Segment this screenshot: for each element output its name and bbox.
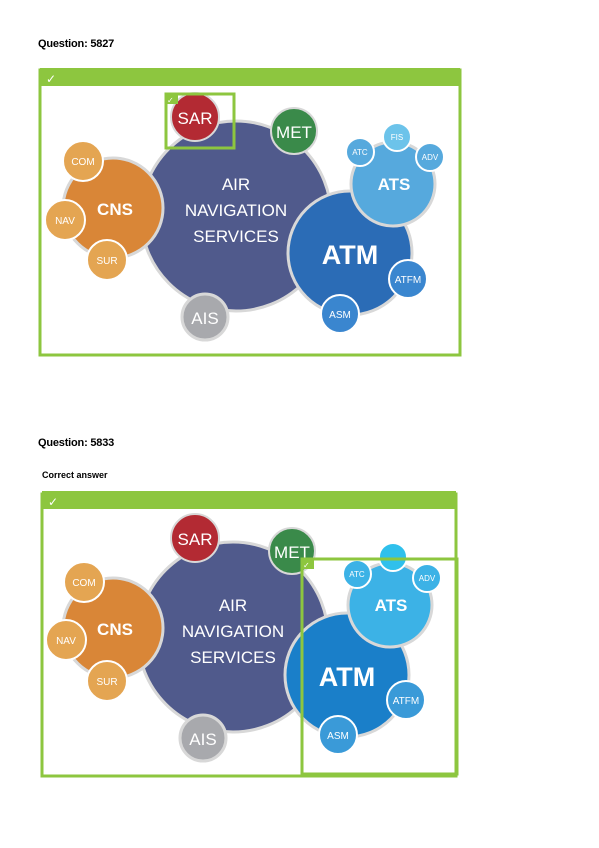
nav-circle (45, 619, 87, 661)
ans-label-line1: AIR (222, 175, 250, 194)
atfm-circle (388, 259, 428, 299)
atm-label: ATM (322, 240, 378, 270)
correct-answer-label: Correct answer (42, 470, 108, 480)
sar-selection-tab (166, 94, 178, 104)
ats-label: ATS (375, 596, 408, 615)
met-label: MET (274, 543, 310, 562)
sur-label: SUR (96, 256, 117, 267)
answer-frame-header (40, 68, 460, 86)
nav-label: NAV (56, 636, 76, 647)
sar-check-icon: ✓ (167, 96, 174, 105)
atfm-label: ATFM (393, 696, 419, 707)
atm-label: ATM (319, 662, 375, 692)
com-label: COM (72, 578, 95, 589)
fis-circle (378, 542, 408, 572)
met-label: MET (276, 123, 312, 142)
fis-circle (382, 122, 412, 152)
atm-check-icon: ✓ (303, 561, 310, 570)
atm-selection-box (300, 557, 459, 776)
atc-label: ATC (349, 570, 365, 579)
ans-label-line3: SERVICES (190, 648, 276, 667)
sur-circle (86, 660, 128, 702)
ans-label-line2: NAVIGATION (182, 622, 284, 641)
adv-circle (412, 563, 442, 593)
nav-circle (44, 199, 86, 241)
atfm-label: ATFM (395, 275, 421, 286)
ais-circle (180, 292, 230, 342)
check-icon: ✓ (48, 495, 58, 509)
adv-label: ADV (419, 574, 436, 583)
cns-label: CNS (97, 620, 133, 639)
nav-label: NAV (55, 216, 75, 227)
check-icon: ✓ (46, 72, 56, 86)
atc-label: ATC (352, 148, 368, 157)
sur-label: SUR (96, 677, 117, 688)
com-label: COM (71, 157, 94, 168)
com-circle (62, 140, 104, 182)
asm-circle (318, 715, 358, 755)
ans-label-line3: SERVICES (193, 227, 279, 246)
asm-label: ASM (327, 731, 349, 742)
sar-circle (170, 513, 220, 563)
ans-label-line1: AIR (219, 596, 247, 615)
ais-label: AIS (189, 730, 216, 749)
atm-selection-tab (302, 559, 314, 569)
question-title-1: Question: 5827 (38, 38, 115, 50)
atc-circle (345, 137, 375, 167)
answer-frame-header (42, 491, 456, 509)
ais-label: AIS (191, 309, 218, 328)
adv-circle (415, 142, 445, 172)
question-title-2: Question: 5833 (38, 437, 115, 449)
com-circle (63, 561, 105, 603)
ans-label-line2: NAVIGATION (185, 201, 287, 220)
asm-label: ASM (329, 310, 351, 321)
met-circle (270, 107, 318, 155)
ats-label: ATS (378, 175, 411, 194)
sar-label: SAR (178, 530, 213, 549)
adv-label: ADV (422, 153, 439, 162)
cns-label: CNS (97, 200, 133, 219)
atfm-circle (386, 680, 426, 720)
asm-circle (320, 294, 360, 334)
sar-selection-box (164, 92, 236, 150)
fis-label: FIS (391, 133, 403, 142)
ais-circle (178, 713, 228, 763)
sur-circle (86, 239, 128, 281)
sar-label: SAR (178, 109, 213, 128)
